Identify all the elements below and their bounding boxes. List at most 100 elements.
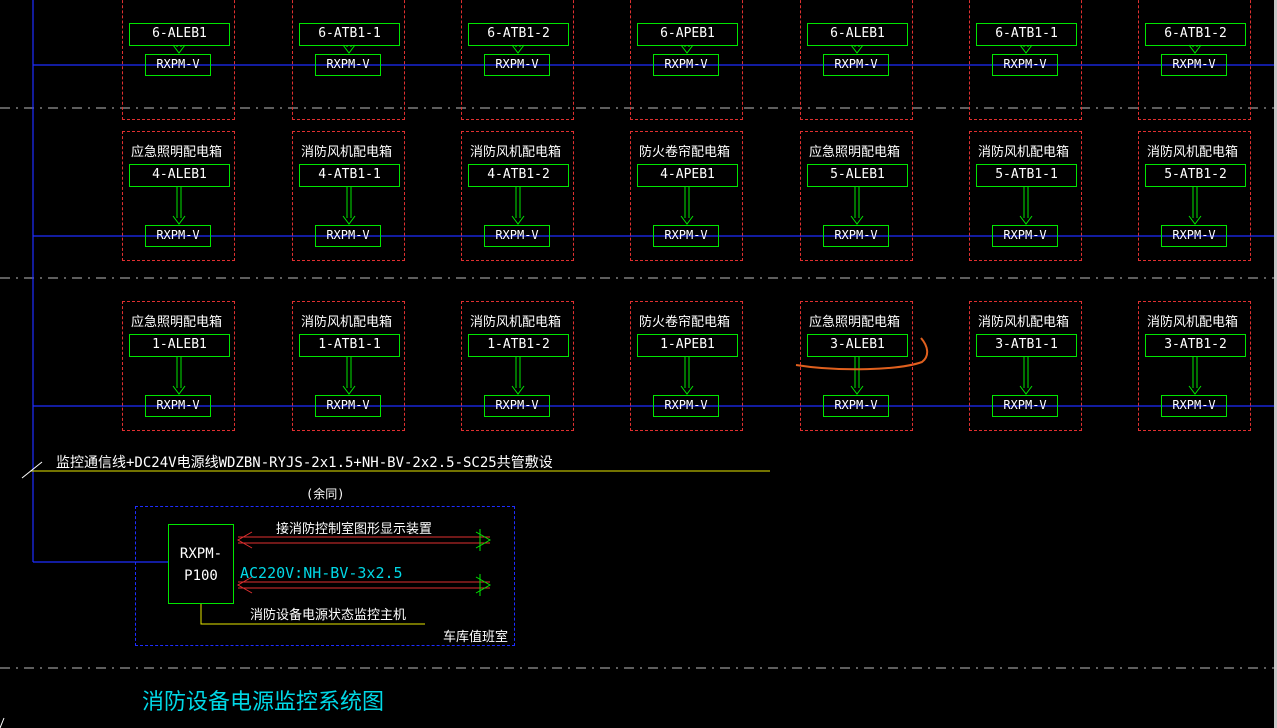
connector-arrowhead xyxy=(172,385,186,395)
rxpm-v-module: RXPM-V xyxy=(1161,54,1227,76)
cabinet-code-box: 4-ATB1-1 xyxy=(299,164,400,187)
distribution-cabinet xyxy=(969,301,1082,431)
cabinet-type-label: 消防风机配电箱 xyxy=(1147,145,1239,160)
cabinet-code-box: 6-ATB1-2 xyxy=(468,23,569,46)
drawing-title: 消防设备电源监控系统图 xyxy=(142,690,385,715)
distribution-cabinet xyxy=(122,131,235,261)
connector-arrowhead xyxy=(1019,215,1033,225)
cabinet-code-box: 1-ALEB1 xyxy=(129,334,230,357)
connector-arrowhead xyxy=(511,385,525,395)
rxpm-v-module: RXPM-V xyxy=(315,225,381,247)
window-edge xyxy=(1274,0,1277,728)
rxpm-v-module: RXPM-V xyxy=(315,54,381,76)
monitoring-host-box: RXPM- P100 xyxy=(168,524,234,604)
cabinet-code-box: 5-ATB1-1 xyxy=(976,164,1077,187)
connector-arrowhead xyxy=(1188,385,1202,395)
cabinet-code-box: 6-APEB1 xyxy=(637,23,738,46)
cabinet-code-box: 6-ALEB1 xyxy=(807,23,908,46)
rxpm-v-module: RXPM-V xyxy=(653,395,719,417)
corner-mark xyxy=(0,717,5,728)
connector-arrowhead xyxy=(172,44,186,54)
connector-arrowhead xyxy=(511,44,525,54)
distribution-cabinet xyxy=(1138,0,1251,120)
cabinet-code-box: 4-APEB1 xyxy=(637,164,738,187)
cabinet-type-label: 防火卷帘配电箱 xyxy=(639,145,731,160)
connector-arrowhead xyxy=(511,215,525,225)
cabinet-code-box: 6-ATB1-2 xyxy=(1145,23,1246,46)
host-label-line2: P100 xyxy=(184,568,218,584)
rxpm-v-module: RXPM-V xyxy=(315,395,381,417)
rxpm-v-module: RXPM-V xyxy=(653,225,719,247)
signal-to-display-label: 接消防控制室图形显示装置 xyxy=(276,522,433,537)
host-label-line1: RXPM- xyxy=(179,546,223,562)
distribution-cabinet xyxy=(1138,301,1251,431)
rxpm-v-module: RXPM-V xyxy=(145,54,211,76)
distribution-cabinet xyxy=(292,301,405,431)
distribution-cabinet xyxy=(969,131,1082,261)
distribution-cabinet xyxy=(292,0,405,120)
power-arrow-left-arrowhead xyxy=(236,576,253,594)
distribution-cabinet xyxy=(800,301,913,431)
rxpm-v-module: RXPM-V xyxy=(484,225,550,247)
cabinet-code-box: 6-ATB1-1 xyxy=(976,23,1077,46)
cabinet-type-label: 消防风机配电箱 xyxy=(470,145,562,160)
rxpm-v-module: RXPM-V xyxy=(145,225,211,247)
markup-stroke xyxy=(795,337,929,371)
rxpm-v-module: RXPM-V xyxy=(653,54,719,76)
cabinet-code-box: 3-ALEB1 xyxy=(807,334,908,357)
duty-room-frame xyxy=(135,506,515,646)
cabinet-type-label: 应急照明配电箱 xyxy=(809,145,901,160)
cabinet-type-label: 消防风机配电箱 xyxy=(301,315,393,330)
rxpm-v-module: RXPM-V xyxy=(992,54,1058,76)
distribution-cabinet xyxy=(122,0,235,120)
host-name-leader xyxy=(200,604,425,625)
distribution-cabinet xyxy=(630,0,743,120)
host-name-label: 消防设备电源状态监控主机 xyxy=(250,608,407,623)
connector-arrowhead xyxy=(342,44,356,54)
rxpm-v-module: RXPM-V xyxy=(992,225,1058,247)
rxpm-v-module: RXPM-V xyxy=(1161,395,1227,417)
power-arrow-right-arrowhead xyxy=(475,576,492,594)
connector-arrowhead xyxy=(680,215,694,225)
rxpm-v-module: RXPM-V xyxy=(145,395,211,417)
cabinet-code-box: 1-ATB1-2 xyxy=(468,334,569,357)
rxpm-v-module: RXPM-V xyxy=(823,395,889,417)
distribution-cabinet xyxy=(630,131,743,261)
cabinet-type-label: 消防风机配电箱 xyxy=(978,145,1070,160)
distribution-cabinet xyxy=(1138,131,1251,261)
bus-note-sub: (余同) xyxy=(306,487,345,501)
rxpm-v-module: RXPM-V xyxy=(484,395,550,417)
cabinet-type-label: 消防风机配电箱 xyxy=(978,315,1070,330)
cabinet-code-box: 4-ALEB1 xyxy=(129,164,230,187)
bus-note: 监控通信线+DC24V电源线WDZBN-RYJS-2x1.5+NH-BV-2x2… xyxy=(56,455,553,471)
cabinet-type-label: 防火卷帘配电箱 xyxy=(639,315,731,330)
cabinet-type-label: 消防风机配电箱 xyxy=(1147,315,1239,330)
connector-arrowhead xyxy=(850,385,864,395)
connector-arrowhead xyxy=(680,385,694,395)
distribution-cabinet xyxy=(461,0,574,120)
display-arrow-left-arrowhead xyxy=(236,531,253,549)
rxpm-v-module: RXPM-V xyxy=(823,225,889,247)
distribution-cabinet xyxy=(461,301,574,431)
distribution-cabinet xyxy=(122,301,235,431)
distribution-cabinet xyxy=(969,0,1082,120)
cabinet-code-box: 4-ATB1-2 xyxy=(468,164,569,187)
connector-arrowhead xyxy=(342,385,356,395)
connector-arrowhead xyxy=(1019,385,1033,395)
cabinet-code-box: 5-ATB1-2 xyxy=(1145,164,1246,187)
cabinet-type-label: 应急照明配电箱 xyxy=(809,315,901,330)
distribution-cabinet xyxy=(630,301,743,431)
room-name-label: 车库值班室 xyxy=(443,630,509,645)
rxpm-v-module: RXPM-V xyxy=(484,54,550,76)
cabinet-code-box: 3-ATB1-1 xyxy=(976,334,1077,357)
cabinet-code-box: 1-APEB1 xyxy=(637,334,738,357)
connector-arrowhead xyxy=(1019,44,1033,54)
distribution-cabinet xyxy=(461,131,574,261)
cabinet-code-box: 3-ATB1-2 xyxy=(1145,334,1246,357)
cabinet-code-box: 6-ATB1-1 xyxy=(299,23,400,46)
cabinet-type-label: 应急照明配电箱 xyxy=(131,315,223,330)
connector-arrowhead xyxy=(850,44,864,54)
display-arrow-right-arrowhead xyxy=(475,531,492,549)
connector-arrowhead xyxy=(850,215,864,225)
